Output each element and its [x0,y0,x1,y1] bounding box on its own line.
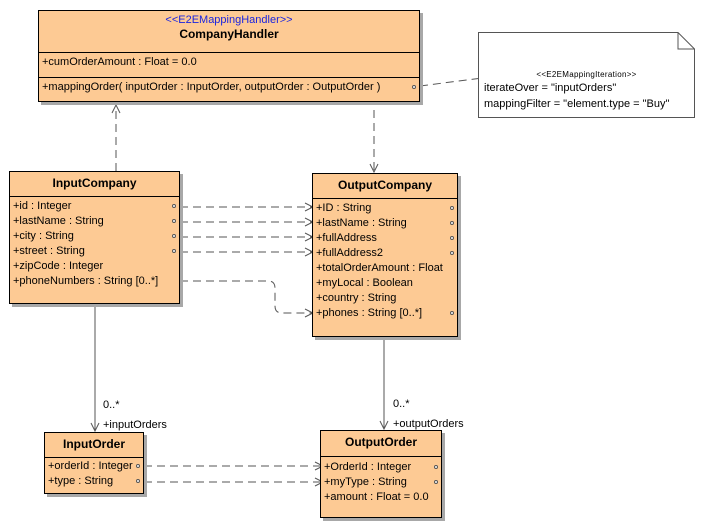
note-shape [478,32,695,118]
class-name: CompanyHandler [179,27,279,41]
port-icon [172,204,176,208]
mapping-phones[interactable] [180,280,313,313]
attribute-label: +amount : Float = 0.0 [324,491,429,503]
role-inputorders: +inputOrders [103,419,167,431]
attribute-label: +phoneNumbers : String [0..*] [13,275,159,287]
attribute-row[interactable]: +fullAddress2 [313,246,457,261]
port-icon [172,219,176,223]
attribute-label: +lastName : String [13,215,104,227]
port-icon [450,206,454,210]
attribute-row[interactable]: +country : String [313,291,457,306]
attribute-label: +country : String [316,292,397,304]
stereotype-label: <<E2EMappingHandler>> [165,14,293,26]
attributes-compartment: +ID : String +lastName : String +fullAdd… [313,199,457,321]
port-icon [450,236,454,240]
attribute-row[interactable]: +orderId : Integer [45,459,143,474]
port-icon [450,221,454,225]
attribute-row[interactable]: +amount : Float = 0.0 [321,490,441,505]
port-icon [172,249,176,253]
attributes-compartment: +orderId : Integer +type : String [45,458,143,489]
note-anchor-line[interactable] [419,77,483,87]
note-line-mappingfilter: mappingFilter = "element.type = "Buy" [484,98,670,110]
class-name: OutputCompany [338,178,432,192]
attributes-compartment: +id : Integer +lastName : String +city :… [10,197,179,289]
class-outputorder[interactable]: OutputOrder +OrderId : Integer +myType :… [320,430,442,518]
attribute-label: +zipCode : Integer [13,260,104,272]
attributes-compartment: +cumOrderAmount : Float = 0.0 [39,53,419,78]
port-icon [434,480,438,484]
attribute-label: +myType : String [324,476,407,488]
operation-row[interactable]: +mappingOrder( inputOrder : InputOrder, … [39,80,419,95]
attribute-row[interactable]: +id : Integer [10,199,179,214]
attribute-row[interactable]: +phones : String [0..*] [313,306,457,321]
attribute-row[interactable]: +myType : String [321,475,441,490]
attribute-label: +phones : String [0..*] [316,307,423,319]
class-name: InputCompany [52,176,137,190]
role-outputorders: +outputOrders [393,418,464,430]
attribute-label: +fullAddress2 [316,247,383,259]
note-e2emappingiteration[interactable]: <<E2EMappingIteration>> iterateOver = "i… [478,32,695,118]
multiplicity-outputorders: 0..* [393,398,410,410]
operations-compartment: +mappingOrder( inputOrder : InputOrder, … [39,78,419,95]
note-stereotype: <<E2EMappingIteration>> [536,70,637,79]
port-icon [172,234,176,238]
attribute-row[interactable]: +myLocal : Boolean [313,276,457,291]
multiplicity-inputorders: 0..* [103,399,120,411]
attribute-label: +myLocal : Boolean [316,277,413,289]
attribute-label: +street : String [13,245,85,257]
attribute-label: +type : String [48,475,114,487]
class-inputorder[interactable]: InputOrder +orderId : Integer +type : St… [44,432,144,494]
port-icon [136,464,140,468]
port-icon [434,465,438,469]
operation-label: +mappingOrder( inputOrder : InputOrder, … [42,81,381,93]
attributes-compartment: +OrderId : Integer +myType : String +amo… [321,457,441,505]
class-name: OutputOrder [345,435,417,449]
class-name: InputOrder [63,437,125,451]
attribute-label: +orderId : Integer [48,460,133,472]
port-icon [412,85,416,89]
attribute-row[interactable]: +cumOrderAmount : Float = 0.0 [42,56,197,68]
attribute-row[interactable]: +lastName : String [313,216,457,231]
attribute-row[interactable]: +phoneNumbers : String [0..*] [10,274,179,289]
attribute-row[interactable]: +OrderId : Integer [321,460,441,475]
attribute-row[interactable]: +totalOrderAmount : Float [313,261,457,276]
attribute-label: +fullAddress [316,232,377,244]
attribute-row[interactable]: +street : String [10,244,179,259]
attribute-label: +ID : String [316,202,372,214]
attribute-label: +OrderId : Integer [324,461,412,473]
attribute-row[interactable]: +type : String [45,474,143,489]
port-icon [450,251,454,255]
attribute-label: +city : String [13,230,74,242]
class-companyhandler[interactable]: <<E2EMappingHandler>> CompanyHandler +cu… [38,10,420,102]
attribute-label: +lastName : String [316,217,407,229]
attribute-row[interactable]: +ID : String [313,201,457,216]
attribute-label: +totalOrderAmount : Float [316,262,443,274]
note-line-iterateover: iterateOver = "inputOrders" [484,82,617,94]
attribute-row[interactable]: +lastName : String [10,214,179,229]
port-icon [450,311,454,315]
attribute-row[interactable]: +fullAddress [313,231,457,246]
attribute-label: +id : Integer [13,200,72,212]
attribute-row[interactable]: +city : String [10,229,179,244]
port-icon [136,479,140,483]
attribute-row[interactable]: +zipCode : Integer [10,259,179,274]
class-inputcompany[interactable]: InputCompany +id : Integer +lastName : S… [9,171,180,304]
class-outputcompany[interactable]: OutputCompany +ID : String +lastName : S… [312,173,458,337]
